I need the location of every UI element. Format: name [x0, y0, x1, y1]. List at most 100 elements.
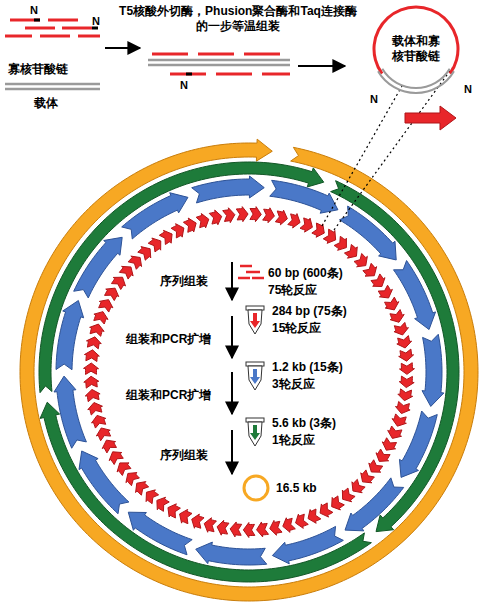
- vector-strand: [148, 59, 290, 62]
- oligo-strand: [10, 19, 40, 22]
- oligo-strand: [62, 27, 92, 30]
- label-text: 75轮反应: [268, 283, 317, 298]
- red-ring-arrow: [243, 523, 255, 538]
- step-arrow: [231, 316, 233, 358]
- label-text: 寡核苷酸链: [8, 62, 68, 77]
- blue-ring-arrow: [345, 478, 404, 531]
- red-ring-arrow: [102, 440, 116, 453]
- red-ring-arrow: [159, 230, 172, 244]
- red-ring-arrow: [392, 414, 406, 426]
- red-ring-arrow: [183, 218, 196, 232]
- red-ring-arrow: [308, 509, 321, 523]
- blue-ring-arrow: [79, 451, 129, 514]
- blue-ring-arrow: [270, 180, 338, 213]
- vector-circle: 载体和寡 核苷酸链: [370, 3, 462, 95]
- red-ring-arrow: [94, 312, 108, 324]
- red-ring-arrow: [334, 236, 346, 250]
- label-text: 5.6 kb (3条): [272, 416, 336, 431]
- vector-strand: [148, 64, 290, 67]
- oligo-strand: [40, 35, 70, 38]
- orange-ring-arrow: [20, 139, 478, 601]
- red-ring-arrow: [204, 518, 216, 533]
- blue-ring-arrow: [56, 301, 84, 370]
- red-ring-arrow: [85, 389, 100, 401]
- oligo-icon: [246, 271, 260, 274]
- step-arrow: [105, 47, 140, 49]
- red-ring-arrow: [117, 463, 131, 476]
- method-caption: T5核酸外切酶，Phusion聚合酶和Taq连接酶 的一步等温组装: [88, 4, 388, 34]
- red-ring-arrow: [257, 522, 269, 537]
- red-ring-arrow: [119, 266, 133, 279]
- red-ring-arrow: [371, 274, 385, 287]
- oligo-strand: [262, 73, 290, 76]
- red-ring-arrow: [84, 350, 99, 362]
- label-text: N: [464, 82, 472, 97]
- blue-ring-arrow: [422, 334, 444, 406]
- red-ring-arrow: [395, 401, 410, 413]
- red-ring-arrow: [146, 490, 159, 504]
- red-ring-arrow: [223, 208, 235, 223]
- label-text: 284 bp (75条): [272, 304, 347, 319]
- label-text: 组装和PCR扩增: [126, 388, 211, 403]
- red-ring-arrow: [399, 349, 414, 361]
- red-ring-arrow: [128, 256, 141, 269]
- red-ring-arrow: [84, 376, 99, 388]
- red-ring-arrow: [270, 520, 282, 535]
- oligo-strand: [78, 35, 100, 38]
- red-ring-arrow: [96, 428, 110, 441]
- red-ring-arrow: [136, 482, 149, 496]
- red-ring-arrow: [390, 310, 404, 323]
- leader-line: [334, 68, 452, 230]
- step-arrow: [298, 65, 345, 67]
- oligo-strand: [170, 73, 206, 76]
- green-ring-arrow: [331, 181, 459, 532]
- blue-ring-arrow: [122, 193, 188, 239]
- blue-ring-arrow: [339, 206, 396, 260]
- red-ring-arrow: [92, 415, 106, 428]
- red-ring-arrow: [288, 214, 300, 228]
- label-text: N: [370, 92, 378, 107]
- blue-ring-arrow: [272, 526, 343, 563]
- label-text: 序列组装: [160, 448, 208, 463]
- overlap-mark: [186, 73, 192, 76]
- label-text: 1.2 kb (15条): [272, 360, 343, 375]
- overlap-mark: [34, 19, 40, 22]
- label-text: 60 bp (600条): [268, 266, 343, 281]
- red-ring-arrow: [382, 438, 396, 450]
- tube-icon: [246, 362, 264, 390]
- oligo-icon: [240, 265, 252, 268]
- red-ring-arrow: [157, 497, 169, 511]
- red-ring-arrow: [344, 244, 357, 258]
- green-ring: [39, 162, 459, 582]
- red-ring-arrow: [196, 214, 209, 228]
- oligo-strand: [48, 19, 78, 22]
- red-ring-arrow: [283, 518, 296, 533]
- oligo-strand: [244, 53, 280, 56]
- step-arrow: [231, 430, 233, 474]
- red-ring-arrow: [398, 389, 413, 401]
- plasmid-icon: [244, 476, 268, 500]
- tube-icon: [246, 418, 264, 446]
- tube-icon: [246, 306, 264, 334]
- red-ring-arrow: [250, 207, 261, 222]
- red-ring-arrow: [109, 452, 123, 465]
- red-ring-arrow: [352, 479, 365, 492]
- red-ring-arrow: [217, 520, 229, 535]
- step-arrow: [231, 262, 233, 300]
- red-ring-arrow: [385, 297, 399, 310]
- red-ring-arrow: [105, 288, 119, 300]
- leader-line: [322, 86, 402, 226]
- red-ring-arrow: [397, 336, 412, 348]
- red-ring-arrow: [399, 376, 414, 387]
- red-ring-arrow: [138, 247, 151, 261]
- sketch: [5, 20, 456, 500]
- red-ring-arrow: [300, 218, 312, 232]
- red-ring-arrow: [209, 210, 221, 225]
- red-ring-arrow: [378, 285, 392, 298]
- red-ring-arrow: [394, 322, 408, 335]
- red-ring-arrow: [342, 488, 355, 502]
- oligo-strand: [198, 53, 234, 56]
- red-ring: [84, 207, 415, 538]
- red-ring-arrow: [354, 253, 367, 266]
- red-ring-arrow: [361, 470, 375, 483]
